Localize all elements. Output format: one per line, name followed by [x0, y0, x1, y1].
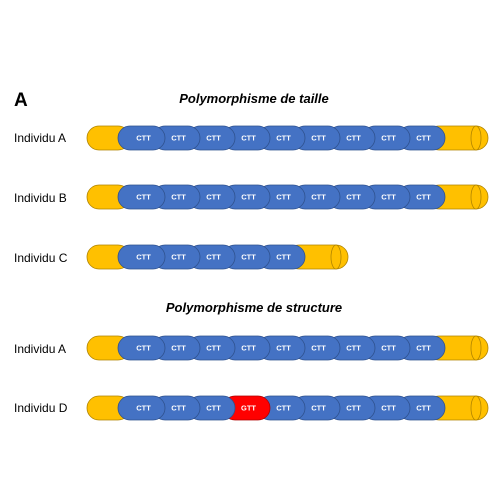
repeat-segment — [117, 125, 166, 151]
row-label-individu-a-structure: Individu A — [14, 342, 66, 356]
chromosome-row: CTT CTT CTT GTT CTT CTT CTT CTT CTT — [86, 395, 489, 421]
repeat-label: CTT — [346, 404, 361, 413]
repeat-label: CTT — [381, 404, 396, 413]
repeat-label: CTT — [276, 193, 291, 202]
repeat-label: CTT — [136, 404, 151, 413]
repeat-label: CTT — [311, 344, 326, 353]
repeat-label: CTT — [206, 193, 221, 202]
repeat-segment — [117, 335, 166, 361]
repeat-label: CTT — [311, 404, 326, 413]
repeat-label: CTT — [241, 253, 256, 262]
row-label-individu-a: Individu A — [14, 131, 66, 145]
repeat-label: CTT — [381, 134, 396, 143]
repeat-label: CTT — [171, 253, 186, 262]
repeat-label: CTT — [136, 134, 151, 143]
repeat-label: CTT — [136, 344, 151, 353]
repeat-label: CTT — [346, 344, 361, 353]
repeat-segment — [117, 395, 166, 421]
repeat-label: CTT — [416, 134, 431, 143]
right-flank-cap — [470, 335, 482, 361]
repeat-label: CTT — [416, 344, 431, 353]
repeat-label: CTT — [416, 404, 431, 413]
repeat-label: CTT — [241, 344, 256, 353]
chromosome-row: CTT CTT CTT CTT CTT CTT CTT CTT CTT — [86, 335, 489, 361]
repeat-label: CTT — [416, 193, 431, 202]
repeat-label: CTT — [171, 134, 186, 143]
repeat-label: CTT — [206, 344, 221, 353]
repeat-label: CTT — [206, 253, 221, 262]
repeat-label: CTT — [276, 134, 291, 143]
row-label-individu-b: Individu B — [14, 191, 67, 205]
repeat-label: CTT — [276, 344, 291, 353]
repeat-label: CTT — [171, 344, 186, 353]
section-title-size: Polymorphisme de taille — [179, 91, 329, 106]
repeat-label: CTT — [276, 253, 291, 262]
repeat-label: CTT — [171, 404, 186, 413]
row-label-individu-d: Individu D — [14, 401, 68, 415]
repeat-label: CTT — [381, 193, 396, 202]
repeat-segment — [117, 244, 166, 270]
chromosome-row: CTT CTT CTT CTT CTT — [86, 244, 349, 270]
repeat-label: GTT — [241, 404, 256, 413]
section-title-structure: Polymorphisme de structure — [166, 300, 342, 315]
repeat-label: CTT — [346, 193, 361, 202]
row-label-individu-c: Individu C — [14, 251, 68, 265]
chromosome-row: CTT CTT CTT CTT CTT CTT CTT CTT CTT — [86, 184, 489, 210]
chromosome-row: CTT CTT CTT CTT CTT CTT CTT CTT CTT — [86, 125, 489, 151]
repeat-label: CTT — [311, 193, 326, 202]
right-flank-cap — [470, 395, 482, 421]
right-flank-cap — [470, 125, 482, 151]
repeat-label: CTT — [206, 404, 221, 413]
repeat-label: CTT — [241, 193, 256, 202]
right-flank-cap — [330, 244, 342, 270]
repeat-label: CTT — [276, 404, 291, 413]
repeat-label: CTT — [171, 193, 186, 202]
repeat-label: CTT — [136, 253, 151, 262]
repeat-label: CTT — [206, 134, 221, 143]
right-flank-cap — [470, 184, 482, 210]
repeat-label: CTT — [381, 344, 396, 353]
repeat-label: CTT — [136, 193, 151, 202]
panel-letter: A — [14, 90, 28, 111]
repeat-label: CTT — [346, 134, 361, 143]
repeat-segment — [117, 184, 166, 210]
repeat-label: CTT — [241, 134, 256, 143]
repeat-label: CTT — [311, 134, 326, 143]
